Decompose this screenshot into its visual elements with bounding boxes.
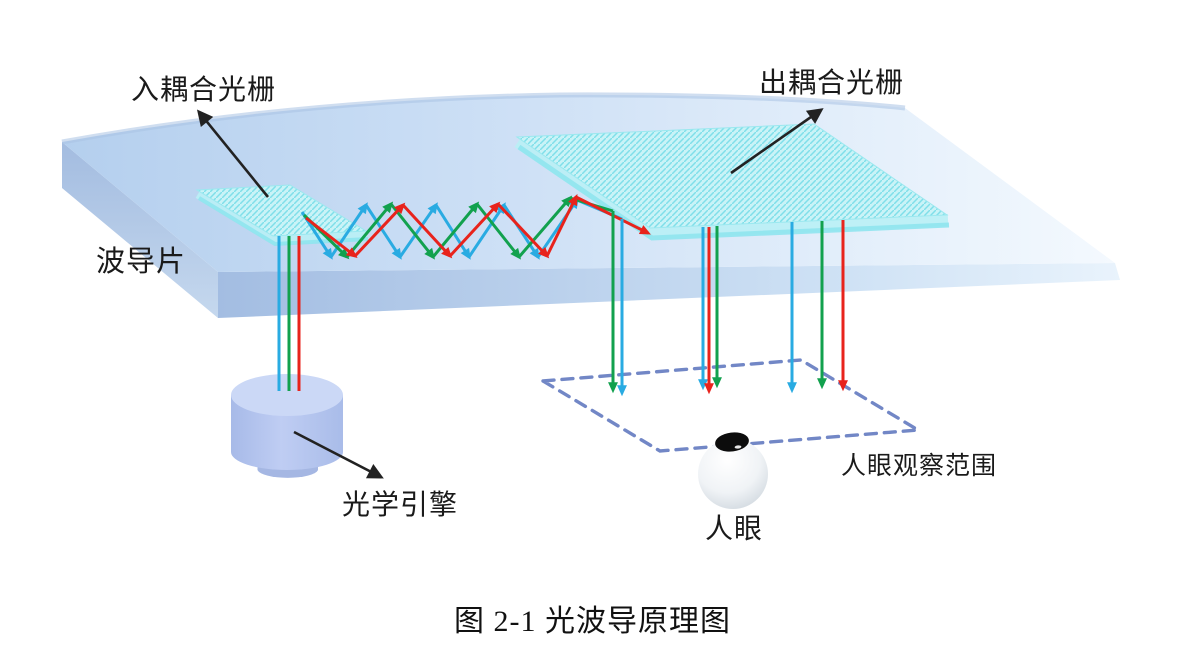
label-out-coupling-grating: 出耦合光栅	[759, 67, 905, 98]
figure-caption: 图 2-1 光波导原理图	[454, 605, 731, 638]
eye-observation-box	[537, 358, 924, 453]
human-eye	[698, 432, 768, 509]
label-optical-engine: 光学引擎	[342, 489, 459, 520]
in-coupling-pointer-arrow	[196, 109, 270, 198]
label-eye-observation-range: 人眼观察范围	[841, 452, 998, 480]
out-coupling-grating	[514, 123, 950, 241]
label-waveguide-plate: 波导片	[96, 246, 187, 278]
rgb-light-rays	[277, 194, 848, 397]
optical-engine-pointer-arrow	[293, 430, 384, 479]
out-coupling-pointer-arrow	[730, 108, 824, 175]
in-coupling-grating	[195, 184, 369, 247]
optical-engine	[231, 374, 343, 478]
label-human-eye: 人眼	[705, 513, 764, 544]
pointer-arrows	[196, 108, 824, 479]
label-in-coupling-grating: 入耦合光栅	[131, 74, 277, 105]
